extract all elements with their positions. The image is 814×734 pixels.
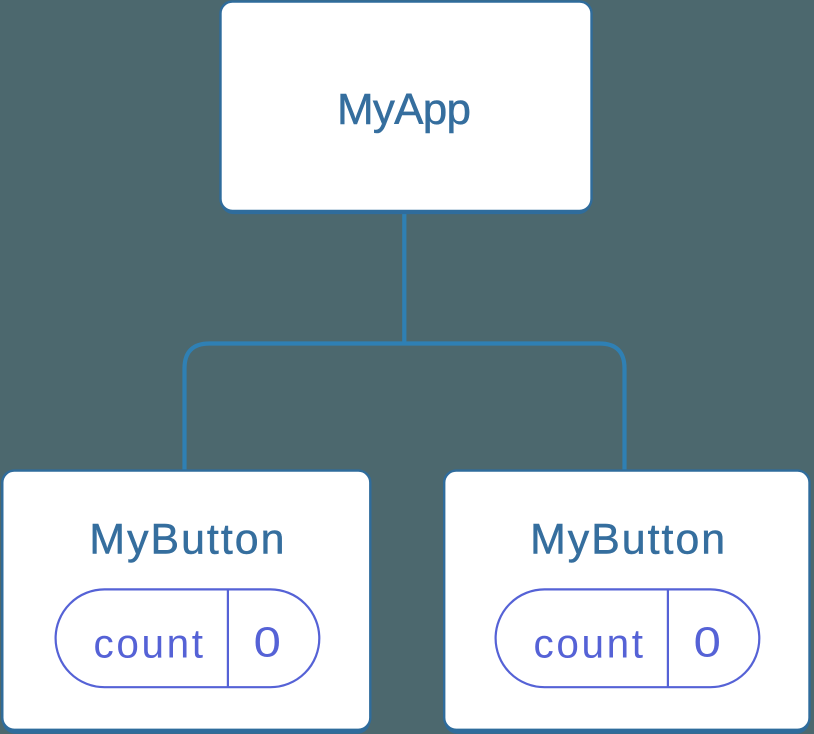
svg-text:MyButton: MyButton bbox=[530, 516, 725, 564]
svg-text:count: count bbox=[534, 621, 644, 667]
svg-text:0: 0 bbox=[254, 617, 281, 665]
svg-text:0: 0 bbox=[694, 617, 721, 665]
svg-text:MyApp: MyApp bbox=[337, 85, 471, 134]
svg-text:count: count bbox=[94, 621, 204, 667]
svg-text:MyButton: MyButton bbox=[89, 516, 284, 564]
